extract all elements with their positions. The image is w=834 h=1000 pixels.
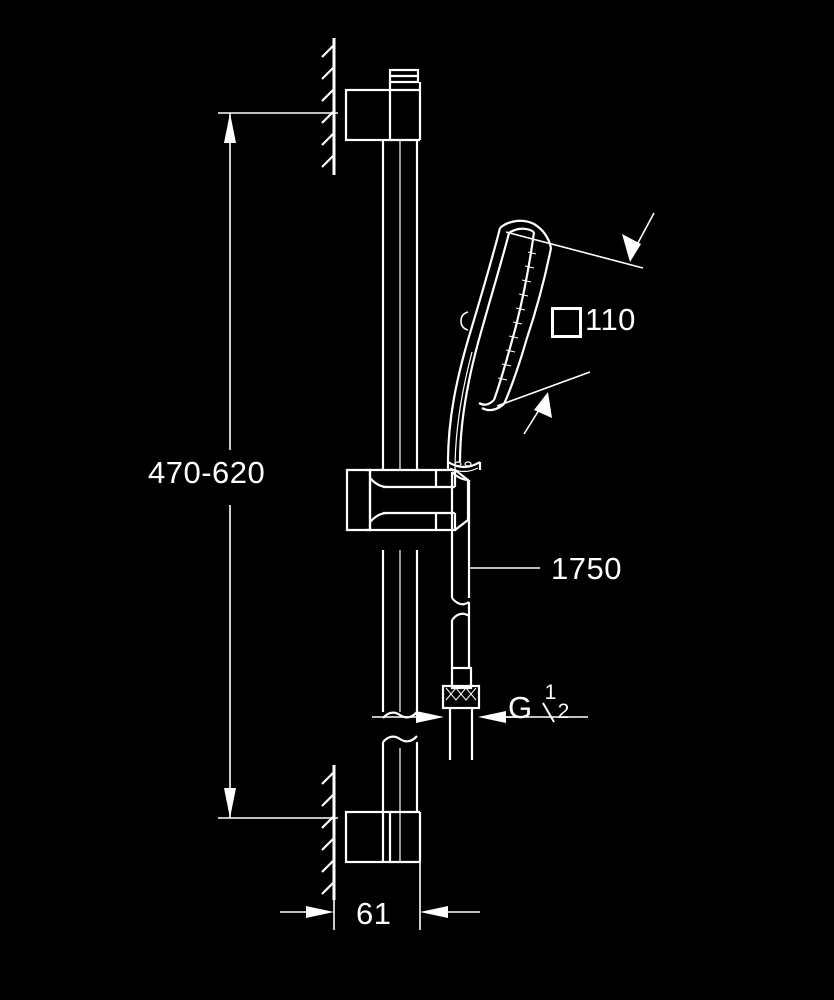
thread-denominator: 2 — [557, 700, 570, 723]
shower-hose — [441, 471, 481, 760]
dimension-head-size — [496, 212, 655, 435]
dimension-wall-offset — [280, 862, 480, 930]
lower-wall-bracket — [344, 810, 422, 864]
dimension-label-hose-length: 1750 — [551, 551, 622, 586]
dimension-label-wall-offset: 61 — [356, 896, 392, 931]
upper-wall-bracket — [344, 68, 422, 142]
square-symbol-icon — [551, 307, 582, 338]
dimension-label-thread: G 1 2 — [508, 681, 579, 726]
dimension-rail-height — [218, 112, 338, 819]
slider-holder — [345, 468, 470, 532]
dimension-thread — [372, 711, 588, 723]
thread-numerator: 1 — [544, 681, 557, 704]
thread-prefix: G — [508, 690, 533, 725]
fraction-bar — [541, 702, 555, 723]
dimension-label-rail-height: 470-620 — [148, 455, 266, 490]
upper-wall — [321, 38, 336, 175]
shower-rail — [381, 140, 419, 812]
thread-fraction: 1 2 — [539, 681, 579, 726]
lower-wall — [321, 765, 336, 900]
hand-shower — [446, 219, 553, 473]
dimension-label-head-size: 110 — [585, 302, 636, 337]
